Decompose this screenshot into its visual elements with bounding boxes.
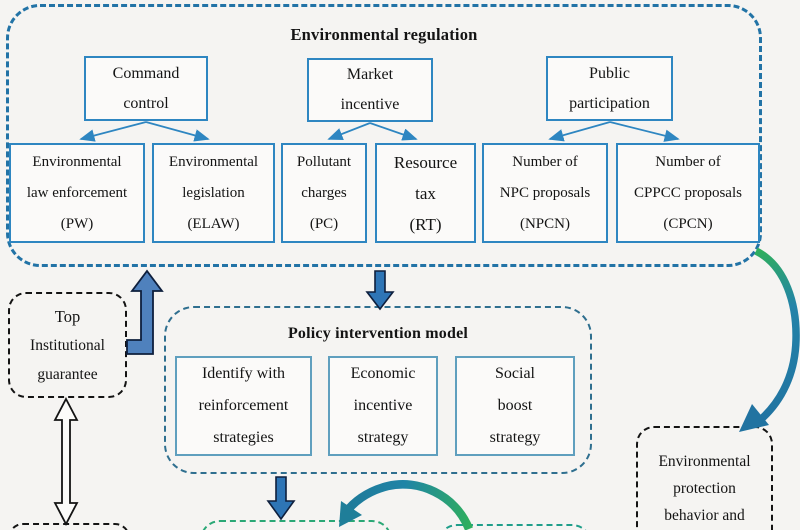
elaw-line3: (ELAW) bbox=[187, 215, 240, 232]
rt-line2: tax bbox=[415, 183, 436, 203]
pw-box: Environmental law enforcement (PW) bbox=[9, 143, 145, 243]
regulation-to-behavior-curved-arrow bbox=[739, 247, 800, 432]
top-institutional-guarantee-box: Top Institutional guarantee bbox=[8, 292, 127, 398]
environmental-regulation-title: Environmental regulation bbox=[290, 25, 478, 44]
command-control-label: Command bbox=[112, 64, 180, 82]
strategy3-line1: Social bbox=[495, 365, 535, 382]
guarantee-double-arrow bbox=[53, 397, 79, 526]
pc-line2: charges bbox=[301, 184, 347, 201]
regulation-to-policy-arrow bbox=[365, 270, 395, 311]
behavior-line1: Environmental bbox=[658, 453, 751, 470]
pw-line2: law enforcement bbox=[26, 184, 128, 201]
policy-to-bottom-arrow bbox=[266, 476, 296, 521]
pc-line1: Pollutant bbox=[296, 153, 352, 170]
strategy2-line1: Economic bbox=[350, 365, 416, 382]
bottom-center-partial-box bbox=[200, 520, 392, 530]
pc-line3: (PC) bbox=[309, 215, 339, 232]
elaw-line1: Environmental bbox=[168, 153, 259, 170]
environmental-regulation-panel: Environmental regulation bbox=[6, 4, 762, 267]
market-incentive-label: Market bbox=[346, 66, 394, 83]
behavior-line2: protection bbox=[673, 480, 736, 497]
cpcn-line1: Number of bbox=[655, 153, 721, 170]
behavior-line3: behavior and bbox=[664, 507, 745, 524]
rt-line3: (RT) bbox=[409, 214, 442, 234]
institution-line3: guarantee bbox=[37, 365, 98, 383]
public-participation-label: Public bbox=[589, 64, 630, 82]
economic-incentive-strategy-box: Economic incentive strategy bbox=[328, 356, 438, 456]
elaw-line2: legislation bbox=[182, 184, 245, 201]
strategy2-line2: incentive bbox=[353, 397, 413, 414]
npcn-box: Number of NPC proposals (NPCN) bbox=[482, 143, 608, 243]
cpcn-line3: (CPCN) bbox=[663, 215, 713, 232]
npcn-line2: NPC proposals bbox=[499, 184, 591, 201]
reinforcement-strategy-box: Identify with reinforcement strategies bbox=[175, 356, 312, 456]
public-participation-label2: participation bbox=[569, 94, 650, 112]
strategy1-line3: strategies bbox=[213, 429, 274, 446]
rt-line1: Resource bbox=[393, 152, 458, 172]
npcn-line3: (NPCN) bbox=[519, 215, 570, 232]
command-control-label2: control bbox=[123, 94, 169, 112]
cpcn-box: Number of CPPCC proposals (CPCN) bbox=[616, 143, 760, 243]
strategy3-line2: boost bbox=[497, 397, 533, 414]
npcn-line1: Number of bbox=[512, 153, 578, 170]
strategy1-line1: Identify with bbox=[201, 365, 286, 382]
command-control-box: Command control bbox=[84, 56, 208, 121]
bottom-left-partial-box bbox=[8, 523, 130, 530]
policy-intervention-title: Policy intervention model bbox=[287, 325, 469, 342]
environmental-protection-behavior-box: Environmental protection behavior and bbox=[636, 426, 773, 530]
institution-line1: Top bbox=[54, 306, 81, 326]
pw-line3: (PW) bbox=[60, 215, 94, 232]
guarantee-to-regulation-arrow bbox=[126, 269, 164, 355]
elaw-box: Environmental legislation (ELAW) bbox=[152, 143, 275, 243]
strategy3-line3: strategy bbox=[489, 429, 541, 446]
institution-line2: Institutional bbox=[30, 336, 105, 354]
market-incentive-box: Market incentive bbox=[307, 58, 433, 122]
bottom-right-partial-box bbox=[437, 524, 592, 530]
public-participation-box: Public participation bbox=[546, 56, 673, 121]
pw-line1: Environmental bbox=[32, 153, 122, 170]
pc-box: Pollutant charges (PC) bbox=[281, 143, 367, 243]
strategy1-line2: reinforcement bbox=[198, 397, 289, 414]
social-boost-strategy-box: Social boost strategy bbox=[455, 356, 575, 456]
cpcn-line2: CPPCC proposals bbox=[634, 184, 742, 201]
market-incentive-label2: incentive bbox=[340, 96, 400, 113]
strategy2-line3: strategy bbox=[357, 429, 409, 446]
rt-box: Resource tax (RT) bbox=[375, 143, 476, 243]
